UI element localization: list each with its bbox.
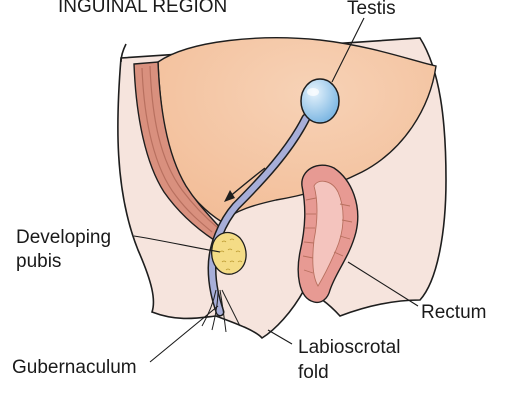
label-testis: Testis bbox=[347, 0, 396, 19]
label-gubernaculum: Gubernaculum bbox=[12, 357, 137, 378]
muscle-fiber-line bbox=[149, 65, 219, 229]
gubernaculum-fibers bbox=[201, 289, 241, 333]
gubernaculum-leader bbox=[149, 305, 219, 363]
label-developing-pubis-line2: pubis bbox=[16, 251, 61, 272]
testis-shape bbox=[300, 78, 340, 124]
label-labioscrotal-line1: Labioscrotal bbox=[298, 337, 400, 358]
pubis-leader bbox=[133, 235, 221, 253]
body-contour-line bbox=[120, 43, 127, 63]
gubernaculum-cord-fill bbox=[208, 115, 309, 315]
testis-highlight bbox=[307, 88, 319, 96]
rectum bbox=[297, 164, 359, 304]
label-rectum: Rectum bbox=[421, 302, 486, 323]
muscle-fiber-line bbox=[141, 67, 213, 233]
label-labioscrotal-line2: fold bbox=[298, 362, 329, 383]
rectum-leader bbox=[347, 261, 419, 307]
label-developing-pubis-line1: Developing bbox=[16, 227, 111, 248]
labioscrotal-leader bbox=[267, 329, 293, 345]
developing-pubis bbox=[211, 231, 247, 275]
testis-leader bbox=[331, 17, 365, 83]
figure-title: INGUINAL REGION bbox=[58, 0, 227, 17]
descent-arrowhead bbox=[224, 190, 235, 202]
